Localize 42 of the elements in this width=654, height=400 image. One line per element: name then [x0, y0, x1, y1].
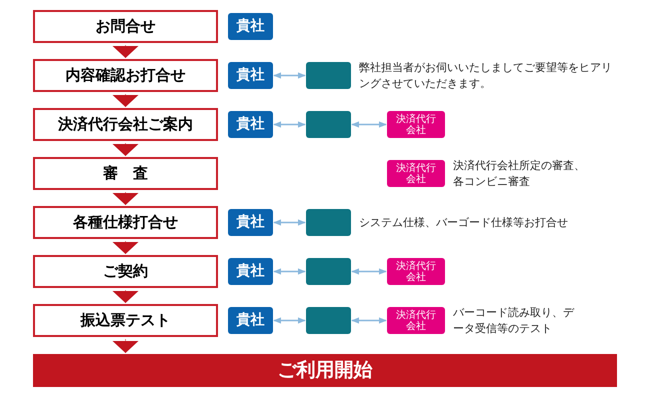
- double-arrow: [273, 317, 306, 324]
- down-arrow: [112, 44, 138, 58]
- double-arrow: [273, 219, 306, 226]
- process-box: 決済代行会社ご案内: [33, 108, 218, 141]
- process-box: 審 査: [33, 157, 218, 190]
- double-arrow: [351, 268, 387, 275]
- process-box: 振込票テスト: [33, 304, 218, 337]
- blank-tag: [306, 209, 351, 236]
- process-box: お問合せ: [33, 10, 218, 43]
- down-arrow: [112, 94, 138, 108]
- process-box: ご契約: [33, 255, 218, 288]
- blank-tag: [306, 111, 351, 138]
- party-tag: 決済代行会社: [387, 111, 445, 138]
- result-bar: ご利用開始: [33, 354, 617, 387]
- down-arrow: [112, 142, 138, 156]
- party-tag: 貴社: [228, 258, 273, 285]
- party-tag: 決済代行会社: [387, 307, 445, 334]
- party-tag: 貴社: [228, 111, 273, 138]
- note-text: 決済代行会社所定の審査、各コンビニ審査: [453, 158, 586, 190]
- note-text: バーコード読み取り、データ受信等のテスト: [453, 304, 576, 336]
- process-box: 内容確認お打合せ: [33, 59, 218, 92]
- double-arrow: [273, 72, 306, 79]
- down-arrow: [112, 338, 138, 354]
- party-tag: 貴社: [228, 13, 273, 40]
- blank-tag: [306, 307, 351, 334]
- down-arrow: [112, 290, 138, 304]
- note-text: システム仕様、バーゴード仕様等お打合せ: [359, 214, 569, 230]
- party-tag: 貴社: [228, 62, 273, 89]
- double-arrow: [351, 121, 387, 128]
- double-arrow: [351, 317, 387, 324]
- party-tag: 決済代行会社: [387, 258, 445, 285]
- party-tag: 決済代行会社: [387, 160, 445, 187]
- party-tag: 貴社: [228, 209, 273, 236]
- process-box: 各種仕様打合せ: [33, 206, 218, 239]
- blank-tag: [306, 62, 351, 89]
- party-tag: 貴社: [228, 307, 273, 334]
- note-text: 弊社担当者がお伺いいたしましてご要望等をヒアリングさせていただきます。: [359, 60, 613, 92]
- double-arrow: [273, 268, 306, 275]
- down-arrow: [112, 192, 138, 206]
- double-arrow: [273, 121, 306, 128]
- blank-tag: [306, 258, 351, 285]
- down-arrow: [112, 240, 138, 254]
